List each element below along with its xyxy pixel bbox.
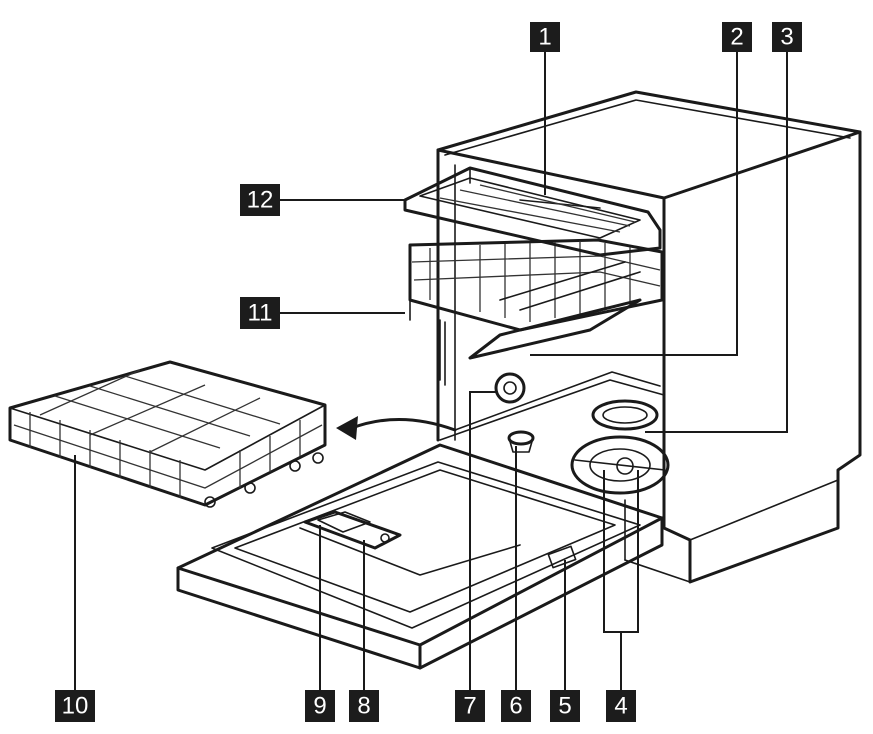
upper-spray-arm bbox=[468, 298, 642, 360]
tag-10-text: 10 bbox=[62, 693, 89, 720]
tag-8-text: 8 bbox=[357, 693, 370, 720]
dishwasher-door bbox=[176, 443, 664, 670]
tag-2-text: 2 bbox=[730, 24, 743, 51]
tag-12-text: 12 bbox=[247, 187, 274, 214]
tag-8: 8 bbox=[349, 690, 379, 722]
detergent-dispenser bbox=[303, 510, 402, 550]
tag-9: 9 bbox=[305, 690, 335, 722]
dishwasher-cabinet bbox=[436, 90, 862, 584]
tag-10: 10 bbox=[55, 690, 95, 722]
tag-4-text: 4 bbox=[614, 693, 627, 720]
tag-2: 2 bbox=[722, 22, 752, 52]
removal-arrow bbox=[336, 416, 457, 440]
tag-6-text: 6 bbox=[509, 693, 522, 720]
tub-floor bbox=[439, 371, 665, 441]
tag-3: 3 bbox=[772, 22, 802, 52]
top-spray-element bbox=[494, 372, 526, 404]
tag-11: 11 bbox=[240, 297, 280, 329]
tag-6: 6 bbox=[501, 690, 531, 722]
tag-3-text: 3 bbox=[780, 24, 793, 51]
tag-7: 7 bbox=[455, 690, 485, 722]
tag-4: 4 bbox=[606, 690, 636, 722]
leader-lines bbox=[74, 52, 788, 690]
filter-assembly bbox=[570, 435, 670, 495]
lower-rack bbox=[8, 360, 327, 508]
salt-container-cap bbox=[507, 430, 535, 453]
tag-11-text: 11 bbox=[248, 300, 273, 327]
tag-7-text: 7 bbox=[463, 693, 476, 720]
tag-9-text: 9 bbox=[313, 693, 326, 720]
tag-1-text: 1 bbox=[538, 24, 551, 51]
tag-5-text: 5 bbox=[558, 693, 571, 720]
tag-12: 12 bbox=[240, 184, 280, 216]
lower-spray-arm bbox=[591, 399, 659, 431]
tag-5: 5 bbox=[550, 690, 580, 722]
cutlery-tray bbox=[403, 166, 662, 257]
upper-rack bbox=[408, 238, 664, 386]
tag-1: 1 bbox=[530, 22, 560, 52]
